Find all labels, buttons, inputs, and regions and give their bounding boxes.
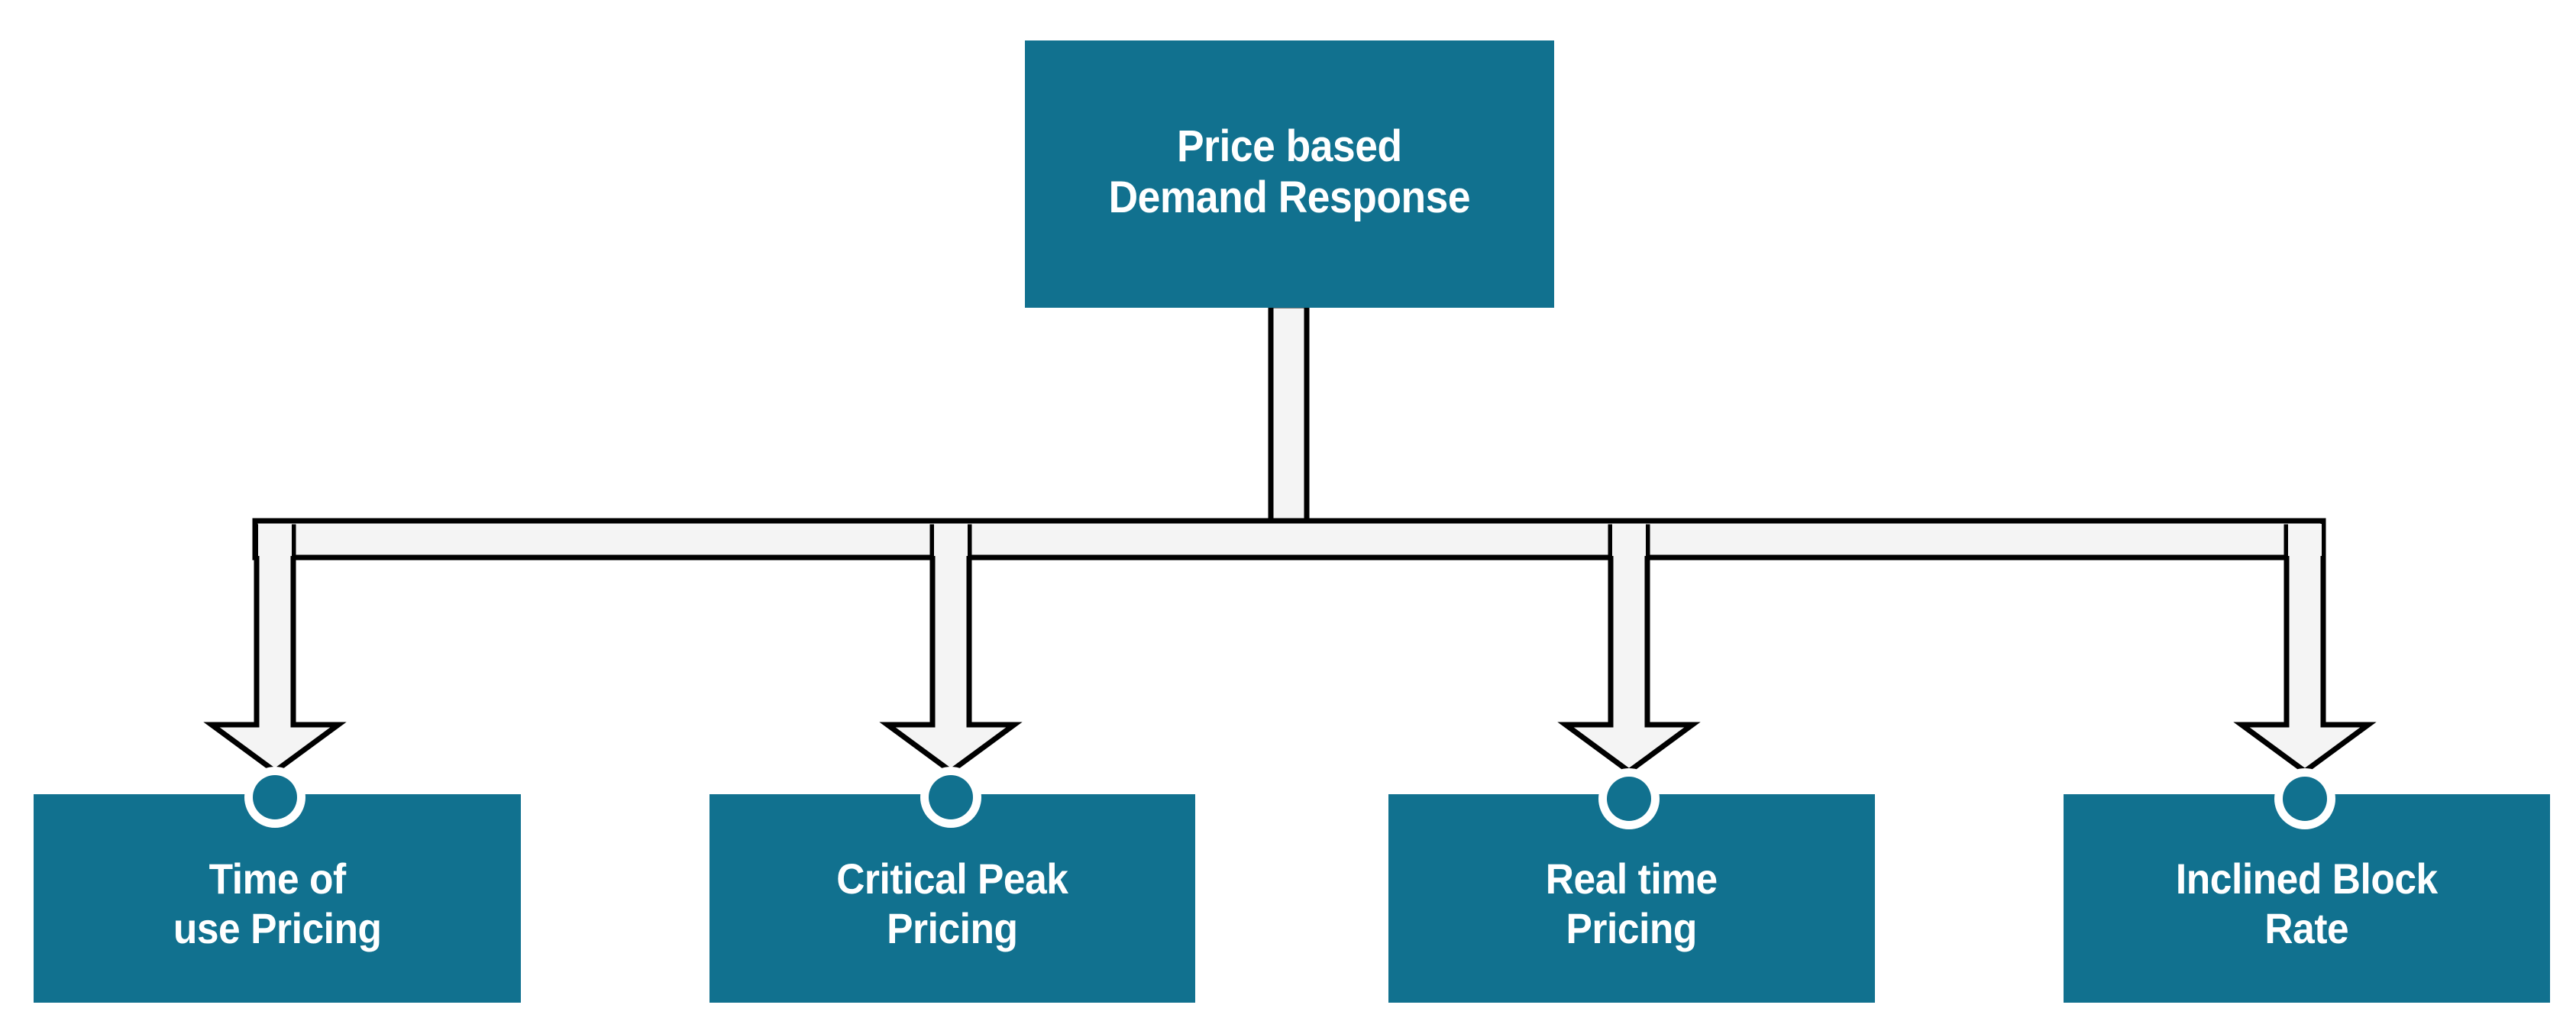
branch-arrow-3-joint xyxy=(2288,524,2322,556)
branch-arrow-1-joint xyxy=(934,524,968,556)
leaf-node-label: Inclined Block Rate xyxy=(2176,855,2438,952)
leaf-node-label: Critical Peak Pricing xyxy=(836,855,1068,952)
leaf-node-critical-peak-pricing[interactable]: Critical Peak Pricing xyxy=(709,794,1195,1003)
junction-fill xyxy=(1274,524,1304,554)
leaf-node-real-time-pricing[interactable]: Real time Pricing xyxy=(1388,794,1875,1003)
branch-arrow-0 xyxy=(203,524,347,775)
branch-arrow-2 xyxy=(1557,524,1701,775)
root-node-price-based-demand-response[interactable]: Price based Demand Response xyxy=(1025,40,1554,308)
branch-arrow-0-joint xyxy=(258,524,292,556)
leaf-node-inclined-block-rate[interactable]: Inclined Block Rate xyxy=(2064,794,2550,1003)
leaf-node-time-of-use-pricing[interactable]: Time of use Pricing xyxy=(34,794,521,1003)
branch-arrow-2-joint xyxy=(1612,524,1646,556)
leaf-node-label: Real time Pricing xyxy=(1546,855,1718,952)
branch-arrow-1 xyxy=(879,524,1023,775)
root-node-label: Price based Demand Response xyxy=(1108,121,1471,222)
leaf-node-label: Time of use Pricing xyxy=(173,855,382,952)
branch-arrow-3 xyxy=(2233,524,2377,775)
